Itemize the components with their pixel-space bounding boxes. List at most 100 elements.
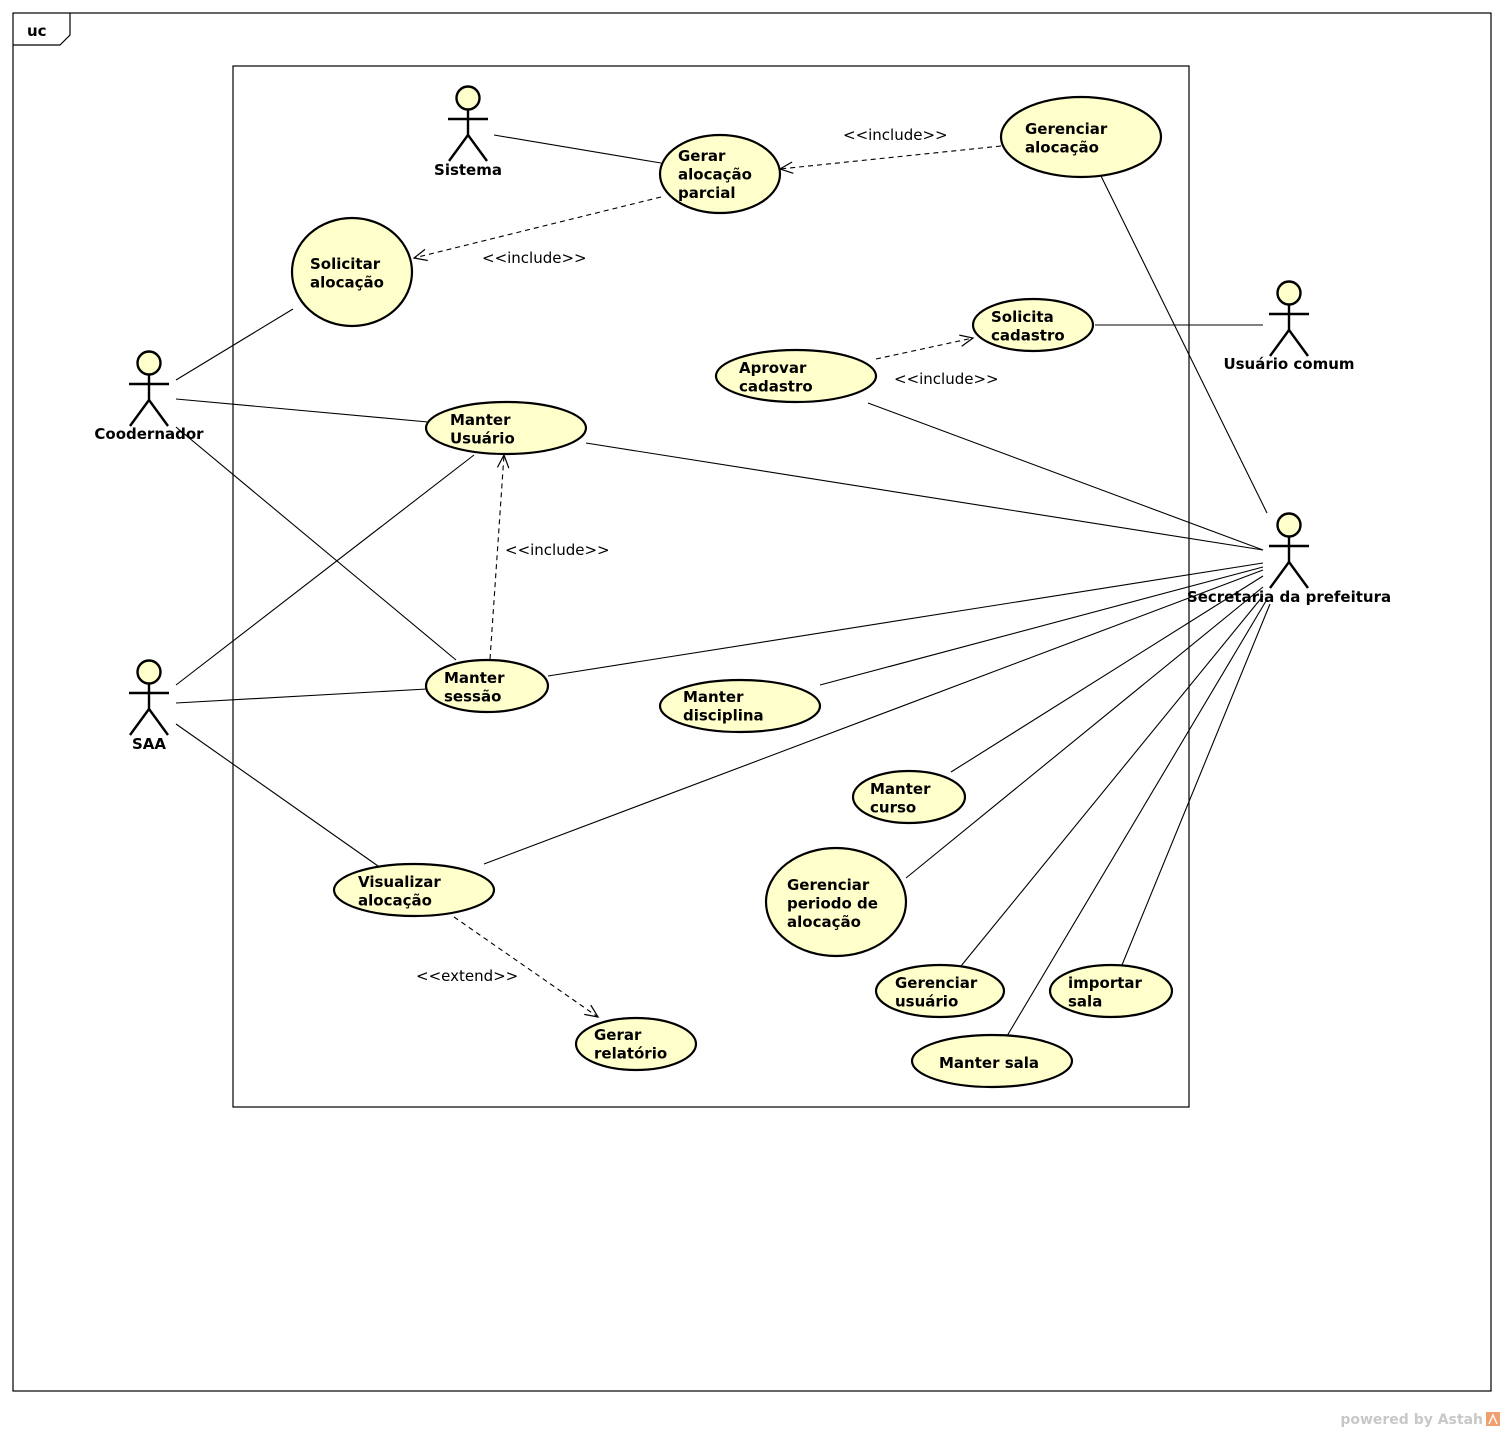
association-manter_sessao-secretaria [547,562,1264,677]
usecase-label: cadastro [991,327,1065,345]
usecase-label: sessão [444,688,501,706]
stereotype-label: <<include>> [843,126,948,144]
association-manter_disciplina-secretaria [819,566,1264,686]
association-gerenciar_usuario-secretaria [960,595,1264,967]
usecase-label: Visualizar [358,873,441,891]
usecase-label: curso [870,799,916,817]
dependency-aprovar_cadastro-solicita_cadastro [875,337,974,360]
usecase-label: Manter [683,688,744,706]
usecase-ellipse [574,1016,698,1072]
usecase-label: disciplina [683,707,764,725]
usecase-label: Gerar [678,147,726,165]
association-gerenciar_alocacao-secretaria [1100,175,1268,514]
usecase-label: usuário [895,993,958,1011]
usecase-ellipse [971,297,1095,353]
association-aprovar_cadastro-secretaria [867,402,1264,551]
usecase-label: alocação [1025,139,1099,157]
actor-usuario-comum[interactable]: Usuário comum [1223,280,1355,374]
usecase-label: Solicitar [310,255,381,273]
usecase-label: Manter sala [939,1054,1039,1072]
association-manter_curso-secretaria [950,575,1264,773]
usecase-ellipse [714,348,878,404]
stereotype-label: <<include>> [482,249,587,267]
usecase-label: alocação [787,913,861,931]
association-coodernador-manter_sessao [175,426,457,661]
usecase-ellipse [851,769,967,825]
association-coodernador-solicitar_alocacao [175,308,294,381]
stereotype-label: <<extend>> [416,967,518,985]
usecase-ellipse [999,95,1163,179]
actor-secretaria[interactable]: Secretaria da prefeitura [1187,512,1391,607]
dependency-arrowhead [584,1004,600,1018]
association-visualizar_alocacao-secretaria [483,569,1264,865]
usecase-manter-sala[interactable]: Manter sala [910,1033,1074,1089]
actor-coodernador[interactable]: Coodernador [94,350,204,444]
association-importar_sala-secretaria [1121,603,1271,966]
usecase-label: Manter [450,411,511,429]
usecase-label: Gerar [594,1026,642,1044]
actor-label: Usuário comum [1223,355,1354,373]
stereotype-label: <<include>> [505,541,610,559]
usecase-ellipse [658,678,822,734]
usecase-label: alocação [310,274,384,292]
stereotype-label: <<include>> [894,370,999,388]
relations-layer: <<include>> <<include>> <<include>> <<inclu… [175,126,1271,1037]
frame-label: uc [27,22,47,40]
usecase-label: Gerenciar [1025,120,1108,138]
usecase-ellipse [764,846,908,958]
usecase-label: Manter [444,669,505,687]
usecase-label: Manter [870,780,931,798]
usecase-label: Usuário [450,430,515,448]
association-saa-manter_sessao [175,688,428,704]
usecase-label: Gerenciar [787,876,870,894]
usecase-ellipse [424,400,588,456]
association-manter_sala-secretaria [1006,600,1267,1037]
actor-label: Sistema [434,161,502,179]
usecase-label: importar [1068,974,1143,992]
usecases-layer: GeraralocaçãoparcialGerenciaralocaçãoSol… [290,95,1174,1089]
usecase-label: periodo de [787,895,878,913]
dependency-arrowhead [412,248,428,262]
actor-icon [1269,280,1309,357]
actor-icon [129,350,169,427]
usecase-ellipse [910,1033,1074,1089]
actor-icon [129,659,169,736]
actor-label: Coodernador [94,425,204,443]
dependency-gerar_parcial-solicitar_alocacao [413,196,662,259]
diagram-frame [12,12,1492,1392]
astah-watermark: powered by Astah [1340,1412,1483,1428]
frame-tab [13,13,71,46]
actor-saa[interactable]: SAA [129,659,169,754]
usecase-label: Gerenciar [895,974,978,992]
usecase-ellipse [424,658,550,714]
actor-icon [448,85,488,162]
usecase-label: relatório [594,1045,667,1063]
usecase-label: sala [1068,993,1102,1011]
usecase-ellipse [290,216,414,328]
dependency-gerenciar_alocacao-gerar_parcial [779,145,1002,170]
usecase-label: Solicita [991,308,1054,326]
dependency-manter_sessao-manter_usuario [489,454,505,660]
usecase-ellipse [1048,963,1174,1019]
dependency-arrowhead [959,334,975,347]
astah-logo-icon [1486,1412,1500,1426]
usecase-ellipse [332,862,496,918]
usecase-label: alocação [358,892,432,910]
actor-sistema[interactable]: Sistema [434,85,502,180]
